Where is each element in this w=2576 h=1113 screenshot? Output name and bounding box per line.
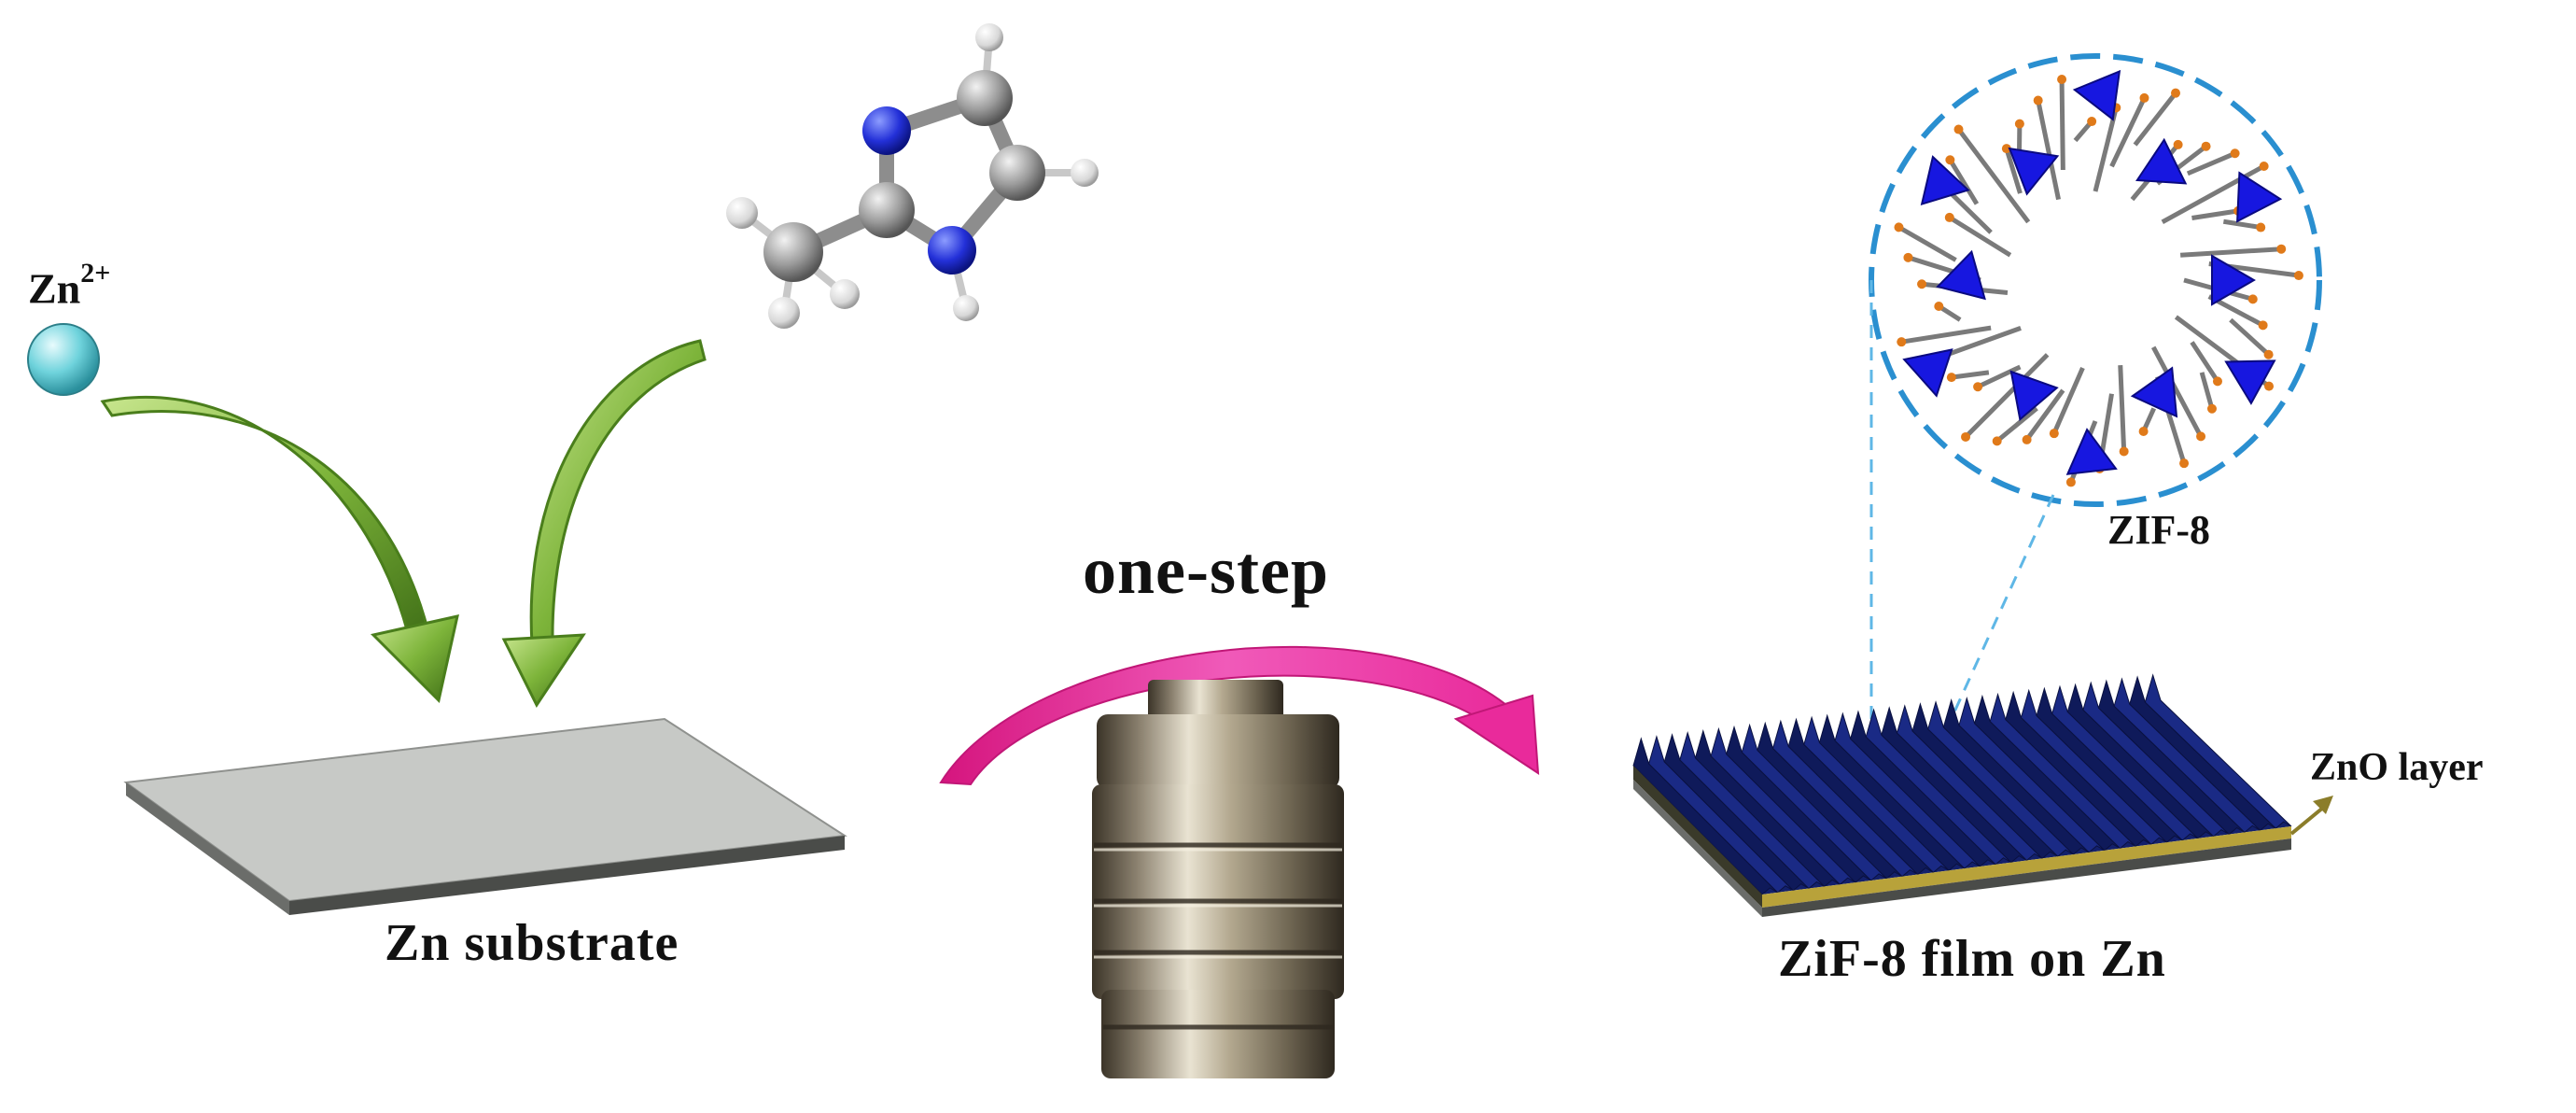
one-step-label: one-step	[1083, 533, 1329, 608]
zif8-lattice	[1894, 69, 2303, 487]
zn-ion-symbol: Zn	[28, 264, 81, 313]
zno-layer-pointer-icon	[2289, 796, 2333, 836]
2-methylimidazole-molecule-icon	[726, 23, 1099, 329]
zif8-label: ZIF-8	[2107, 507, 2210, 553]
zn-ion-label: Zn2+	[28, 258, 110, 313]
zn-substrate-label: Zn substrate	[385, 914, 679, 972]
green-arrow-left-icon	[100, 396, 459, 703]
zif8-film-label: ZiF-8 film on Zn	[1778, 930, 2166, 988]
zno-layer-label: ZnO layer	[2310, 746, 2484, 789]
pink-process-arrow-icon	[939, 645, 1540, 786]
zn-ion-charge: 2+	[80, 258, 111, 289]
zn-ion-sphere-icon	[27, 323, 100, 396]
autoclave-reactor-icon	[1092, 680, 1344, 1078]
zn-substrate-plate	[123, 717, 847, 915]
zif8-structure-inset	[1869, 53, 2322, 762]
zif8-film-on-zn	[1632, 673, 2292, 917]
green-arrow-right-icon	[501, 339, 707, 708]
